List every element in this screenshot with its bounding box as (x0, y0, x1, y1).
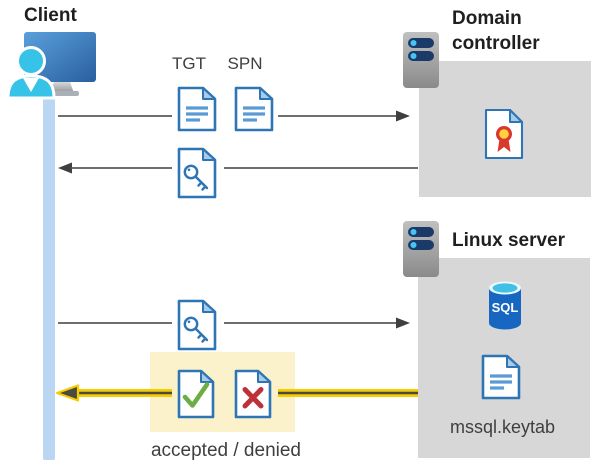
certificate-icon (484, 108, 524, 160)
key-document-icon-2 (177, 299, 217, 351)
monitor-stand (50, 82, 74, 93)
arrow-linux-to-client-result (55, 384, 418, 402)
client-icon (6, 32, 96, 100)
person-collar (23, 78, 39, 92)
spn-document-icon (234, 86, 274, 132)
keytab-label: mssql.keytab (449, 417, 556, 437)
linux-server-icon (403, 221, 439, 277)
accepted-document-icon (177, 369, 215, 419)
domain-controller-server-icon (403, 32, 439, 88)
client-timeline-bar (43, 94, 55, 460)
spn-label: SPN (227, 54, 263, 73)
person-head (16, 46, 46, 76)
sql-database-icon: SQL (489, 281, 521, 330)
linux-server-label: Linux server (452, 230, 565, 251)
keytab-document-icon (481, 354, 521, 400)
arrow-client-to-linux (58, 317, 410, 329)
accepted-denied-label: accepted / denied (150, 440, 301, 461)
domain-controller-label: Domain controller (452, 8, 540, 54)
arrow-dc-to-client (58, 162, 418, 174)
tgt-document-icon (177, 86, 217, 132)
key-document-icon-1 (177, 147, 217, 199)
arrow-client-to-dc (58, 110, 410, 122)
denied-document-icon (234, 369, 272, 419)
client-label: Client (24, 5, 77, 26)
sql-badge-text: SQL (492, 300, 519, 315)
tgt-label: TGT (172, 54, 206, 73)
